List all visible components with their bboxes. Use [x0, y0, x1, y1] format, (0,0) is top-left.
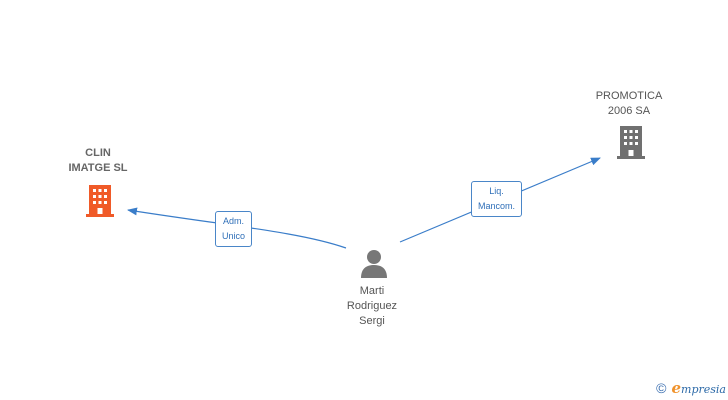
brand-logo[interactable]: empresia	[671, 379, 726, 397]
node-label-line: 2006 SA	[607, 105, 651, 117]
node-label-line: Marti	[359, 285, 385, 297]
footer-branding: © empresia	[656, 377, 726, 399]
copyright-icon: ©	[656, 380, 667, 396]
node-label-line: Sergi	[359, 315, 385, 327]
node-label-clin-imatge[interactable]: CLIN IMATGE SL	[58, 146, 138, 176]
node-label-line: Rodriguez	[346, 300, 398, 312]
edge-person-to-clin-imatge	[127, 207, 347, 249]
node-label-line: CLIN	[85, 147, 111, 159]
node-label-line: IMATGE SL	[68, 162, 128, 174]
person-icon[interactable]	[359, 248, 389, 278]
edge-label-line: Adm.	[223, 216, 245, 226]
building-icon-clin-imatge[interactable]	[84, 183, 116, 217]
brand-logo-text: mpresia	[681, 383, 726, 396]
node-label-person[interactable]: Marti Rodriguez Sergi	[332, 284, 412, 329]
node-label-promotica[interactable]: PROMOTICA 2006 SA	[589, 89, 669, 119]
brand-logo-initial: e	[671, 379, 682, 397]
edge-label-line: Unico	[222, 231, 246, 241]
edge-label-liq-mancom[interactable]: Liq. Mancom.	[471, 181, 523, 217]
edge-label-adm-unico[interactable]: Adm. Unico	[215, 211, 253, 247]
building-icon-promotica[interactable]	[615, 124, 647, 159]
node-label-line: PROMOTICA	[595, 90, 663, 102]
edge-label-line: Mancom.	[478, 201, 516, 211]
edge-label-line: Liq.	[489, 186, 504, 196]
